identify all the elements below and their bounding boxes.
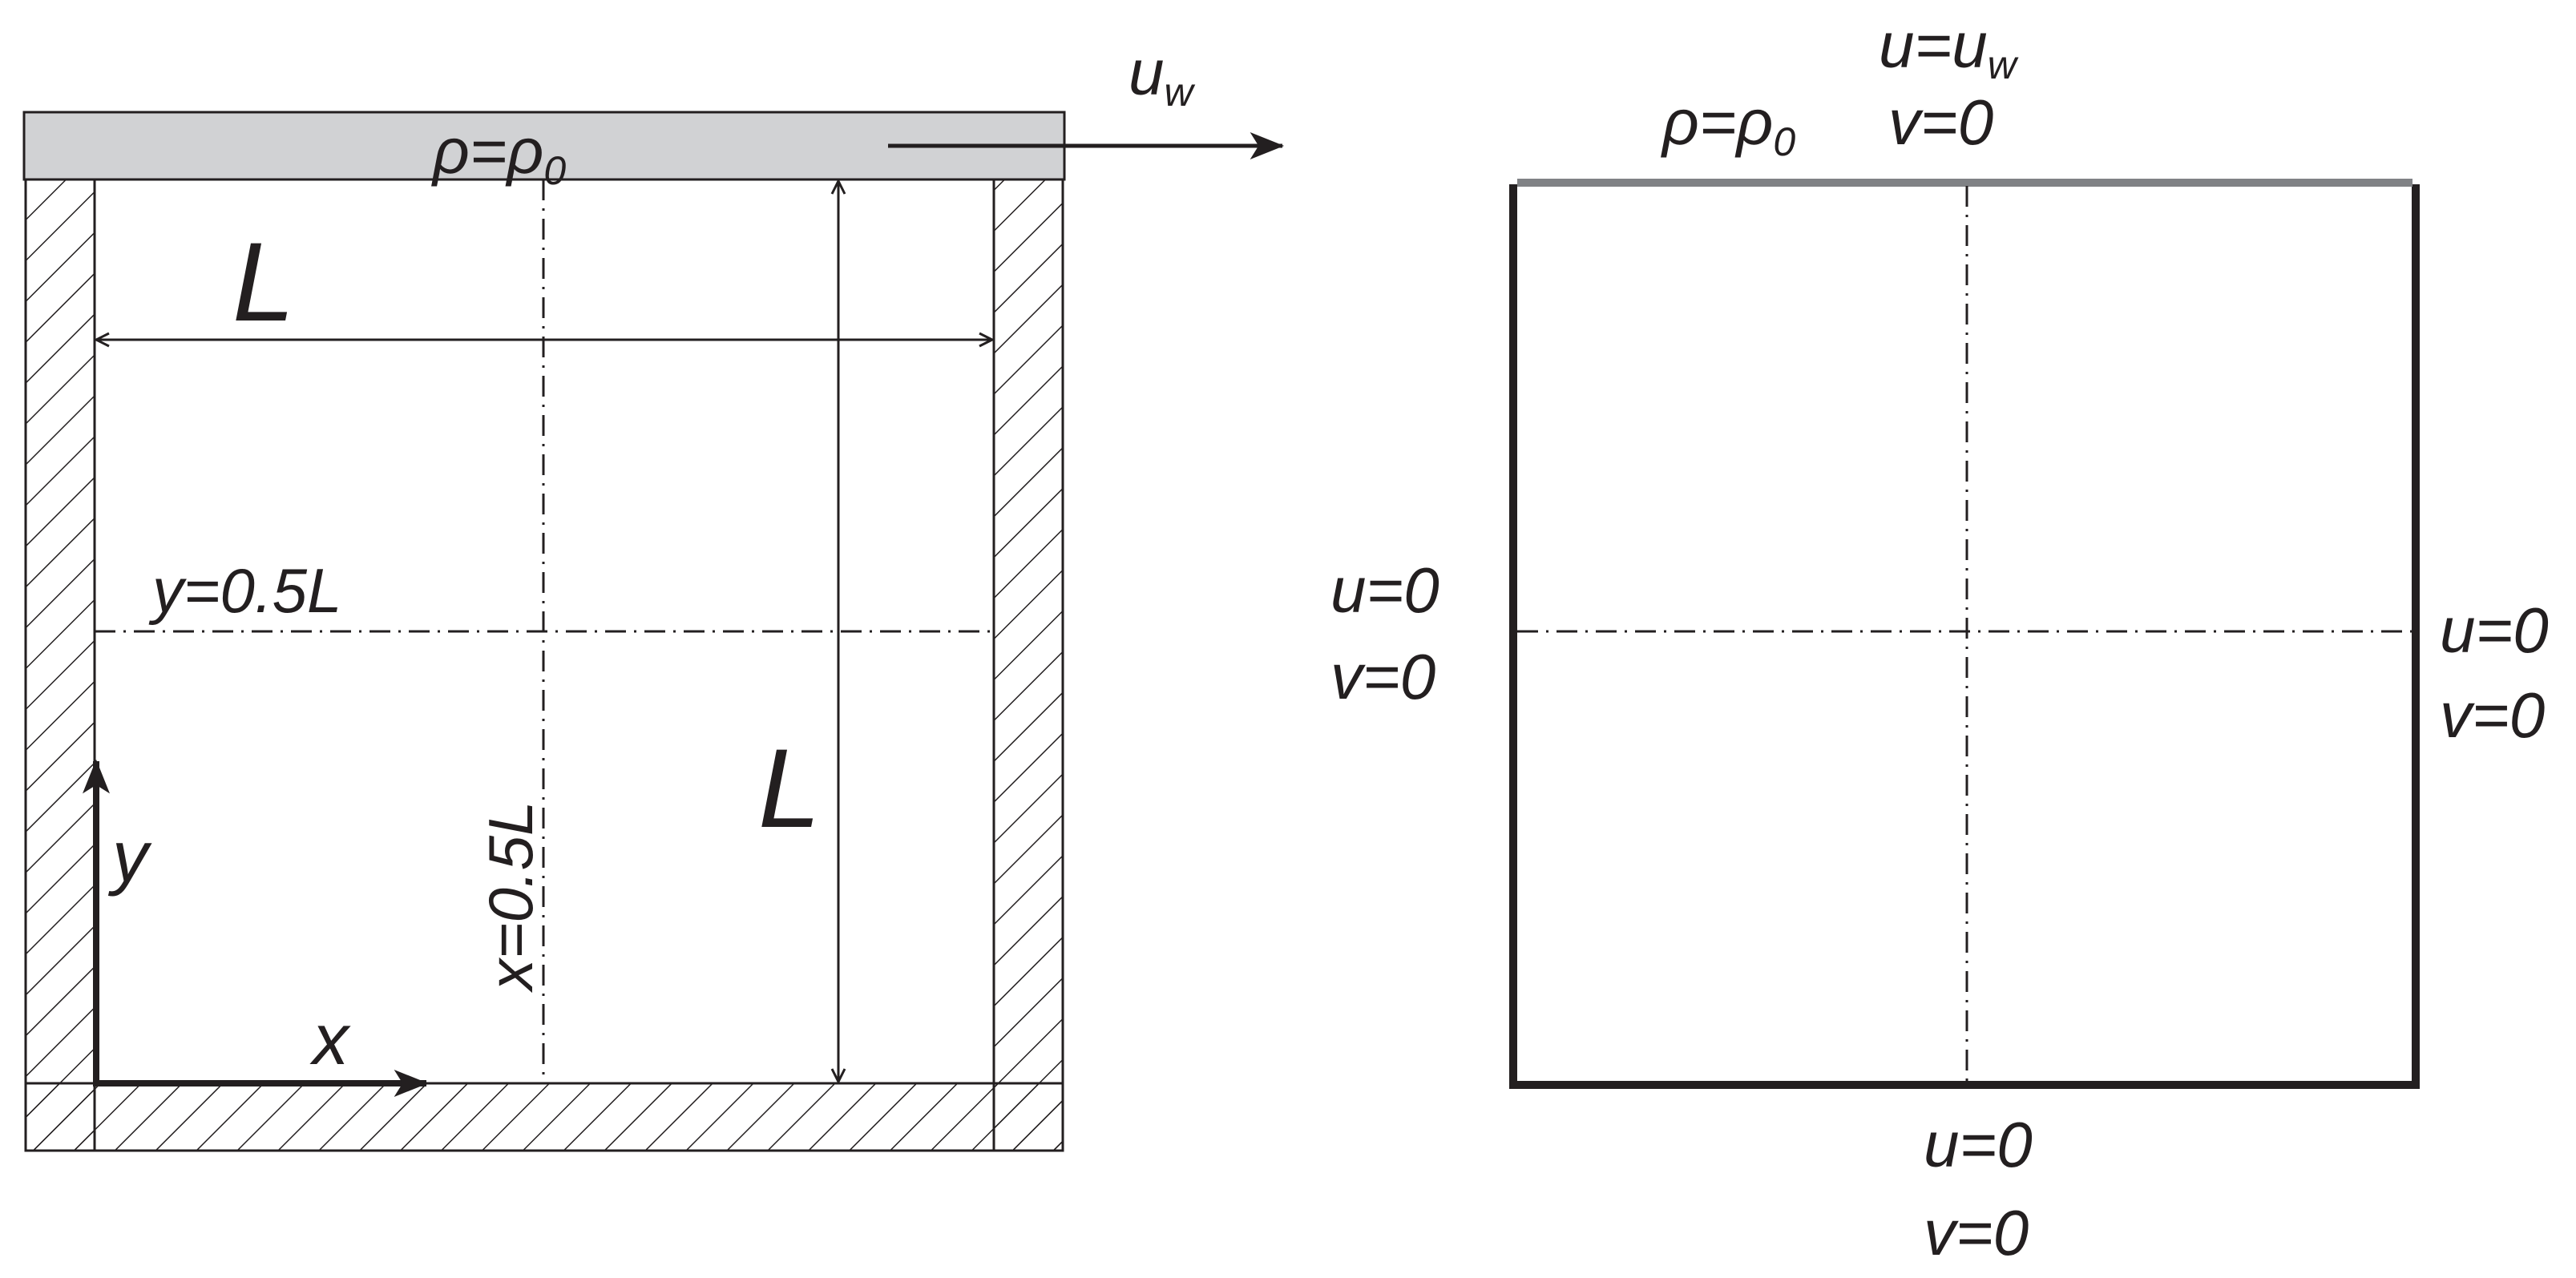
- vertical-centerline-label: x=0.5L: [475, 801, 546, 994]
- top-u-label: u=uw: [1879, 10, 2019, 87]
- horizontal-centerline-label: y=0.5L: [148, 555, 341, 626]
- height-label: L: [758, 725, 821, 851]
- bottom-u-label: u=0: [1924, 1109, 2033, 1180]
- lid-density-label: ρ=ρ0: [431, 115, 566, 193]
- y-axis-label: y: [107, 817, 152, 897]
- right-wall: [992, 178, 1064, 1152]
- left-panel: ρ=ρ0 uw L L y=0.5L x=0.5L y x: [22, 37, 1285, 1152]
- bottom-wall: [24, 1082, 1064, 1152]
- top-density-label: ρ=ρ0: [1661, 87, 1795, 164]
- bottom-v-label: v=0: [1924, 1197, 2029, 1268]
- right-panel: ρ=ρ0 u=uw v=0 u=0 v=0 u=0 v=0 u=0 v=0: [1330, 10, 2549, 1268]
- width-label: L: [232, 219, 295, 345]
- left-wall: [24, 178, 96, 1152]
- x-axis-label: x: [309, 1000, 351, 1080]
- wall-velocity-label: uw: [1129, 37, 1196, 115]
- right-v-label: v=0: [2440, 679, 2545, 751]
- top-v-label: v=0: [1888, 87, 1993, 158]
- right-u-label: u=0: [2440, 595, 2549, 666]
- left-u-label: u=0: [1330, 554, 1439, 626]
- left-v-label: v=0: [1330, 641, 1435, 712]
